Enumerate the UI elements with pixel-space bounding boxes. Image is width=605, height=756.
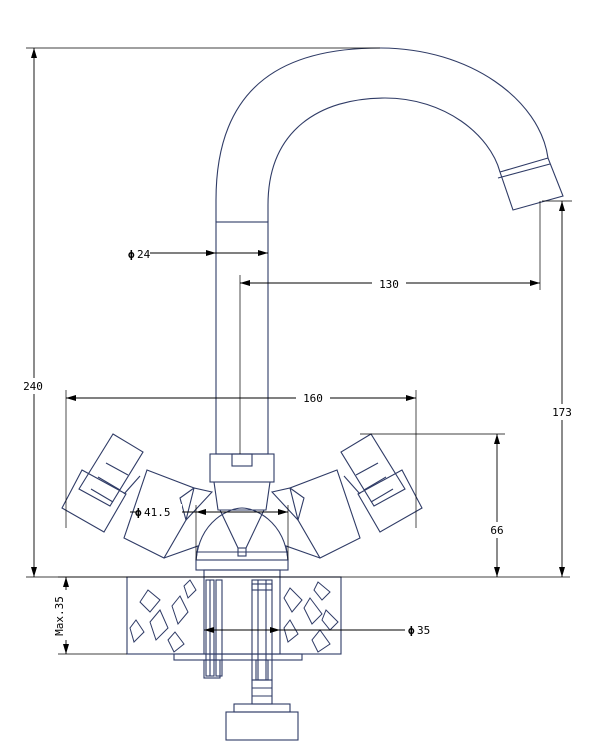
spout-inner-curve xyxy=(267,97,501,222)
dimension-lines xyxy=(20,47,574,655)
countertop-section xyxy=(126,576,342,741)
dim-label-24: 24 xyxy=(137,248,151,261)
dim-label-35: 35 xyxy=(417,624,430,637)
spout-pipe xyxy=(215,221,269,455)
dim-label-160: 160 xyxy=(303,392,323,405)
dim-label-66: 66 xyxy=(490,524,503,537)
spout-outer-curve xyxy=(215,47,549,222)
diameter-symbol-35: ϕ xyxy=(408,624,415,637)
left-handle xyxy=(61,433,214,561)
swivel-collar xyxy=(209,453,275,483)
spout-tip xyxy=(499,157,564,211)
faucet-outline xyxy=(195,47,564,578)
dim-label-130: 130 xyxy=(379,278,399,291)
diameter-symbol-41-5: ϕ xyxy=(135,506,142,519)
right-handle xyxy=(270,433,423,561)
dim-label-41-5: 41.5 xyxy=(144,506,171,519)
base-plate xyxy=(195,559,289,571)
dimension-labels: 240 173 66 Max.35 ϕ 24 130 160 ϕ 41.5 ϕ … xyxy=(23,248,572,637)
dim-label-240: 240 xyxy=(23,380,43,393)
underside-plate xyxy=(173,653,303,661)
body-neck xyxy=(213,481,271,511)
dim-label-173: 173 xyxy=(552,406,572,419)
body-dome xyxy=(195,507,289,561)
diameter-symbol-24: ϕ xyxy=(128,248,135,261)
dim-label-max35: Max.35 xyxy=(53,596,66,636)
